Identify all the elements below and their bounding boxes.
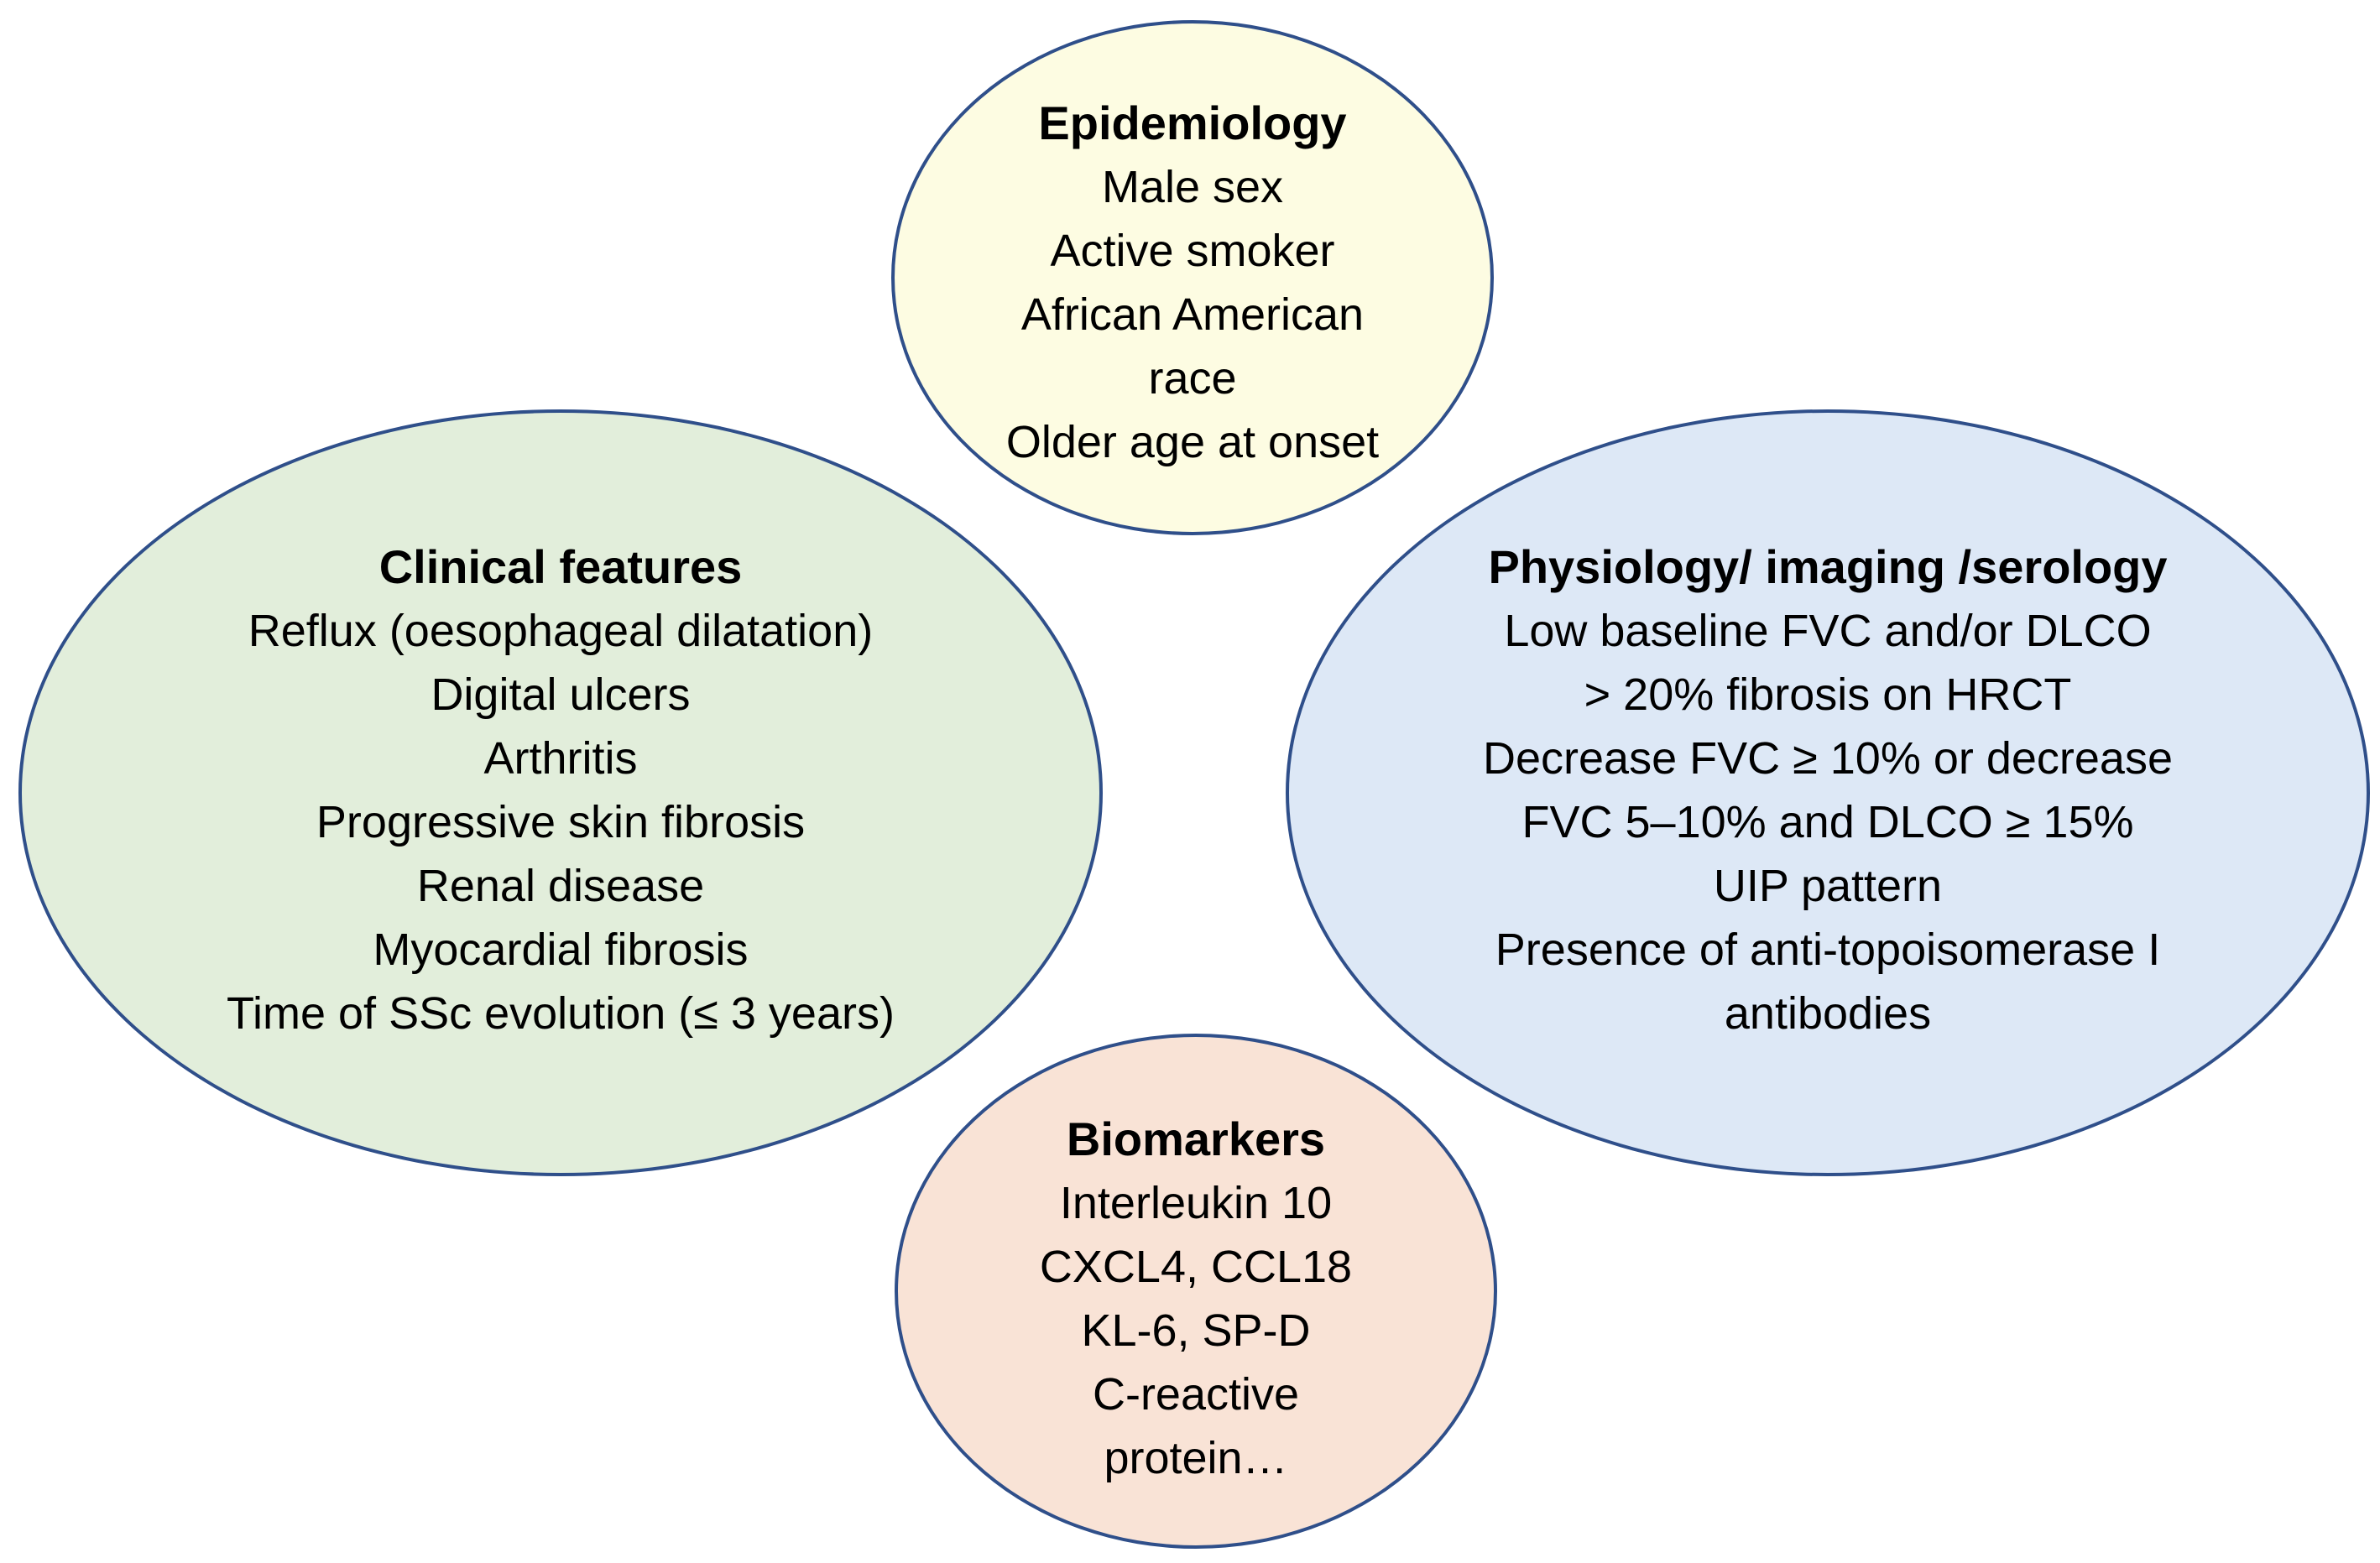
clinical-features-content: Clinical features Reflux (oesophageal di…	[57, 534, 1064, 1045]
physiology-item: > 20% fibrosis on HRCT	[1584, 669, 2072, 720]
physiology-title: Physiology/ imaging /serology	[1488, 539, 2168, 593]
clinical-features-item: Digital ulcers	[431, 669, 691, 720]
physiology-item: FVC 5–10% and DLCO ≥ 15%	[1521, 796, 2134, 847]
epidemiology-item: African American	[1020, 289, 1365, 340]
clinical-features-item: Progressive skin fibrosis	[316, 796, 806, 847]
epidemiology-item: Active smoker	[1050, 225, 1335, 276]
physiology-item: Low baseline FVC and/or DLCO	[1504, 605, 2152, 656]
physiology-item: Presence of anti-topoisomerase I	[1495, 924, 2161, 975]
physiology-item: Decrease FVC ≥ 10% or decrease	[1483, 732, 2173, 784]
epidemiology-ellipse: Epidemiology Male sex Active smoker Afri…	[891, 20, 1494, 535]
clinical-features-item: Reflux (oesophageal dilatation)	[248, 605, 874, 656]
biomarkers-content: Biomarkers Interleukin 10 CXCL4, CCL18 K…	[944, 1107, 1448, 1490]
physiology-item: UIP pattern	[1713, 860, 1943, 911]
physiology-imaging-serology-ellipse: Physiology/ imaging /serology Low baseli…	[1286, 409, 2370, 1176]
biomarkers-item: C-reactive	[1092, 1368, 1300, 1420]
physiology-content: Physiology/ imaging /serology Low baseli…	[1324, 534, 2331, 1045]
biomarkers-item: protein…	[1104, 1432, 1288, 1483]
biomarkers-item: KL-6, SP-D	[1081, 1305, 1311, 1356]
epidemiology-item: Male sex	[1101, 161, 1284, 212]
clinical-features-item: Renal disease	[416, 860, 705, 911]
clinical-features-title: Clinical features	[378, 539, 743, 593]
clinical-features-item: Myocardial fibrosis	[373, 924, 749, 975]
epidemiology-title: Epidemiology	[1038, 96, 1347, 149]
clinical-features-item: Arthritis	[483, 732, 638, 784]
epidemiology-item: Older age at onset	[1005, 416, 1380, 467]
biomarkers-title: Biomarkers	[1066, 1112, 1326, 1165]
epidemiology-content: Epidemiology Male sex Active smoker Afri…	[941, 91, 1444, 474]
biomarkers-ellipse: Biomarkers Interleukin 10 CXCL4, CCL18 K…	[895, 1034, 1497, 1549]
physiology-item: antibodies	[1724, 987, 1932, 1039]
clinical-features-ellipse: Clinical features Reflux (oesophageal di…	[18, 409, 1103, 1176]
clinical-features-item: Time of SSc evolution (≤ 3 years)	[227, 987, 895, 1039]
epidemiology-item: race	[1148, 352, 1237, 404]
biomarkers-item: CXCL4, CCL18	[1039, 1241, 1353, 1292]
biomarkers-item: Interleukin 10	[1059, 1177, 1333, 1228]
